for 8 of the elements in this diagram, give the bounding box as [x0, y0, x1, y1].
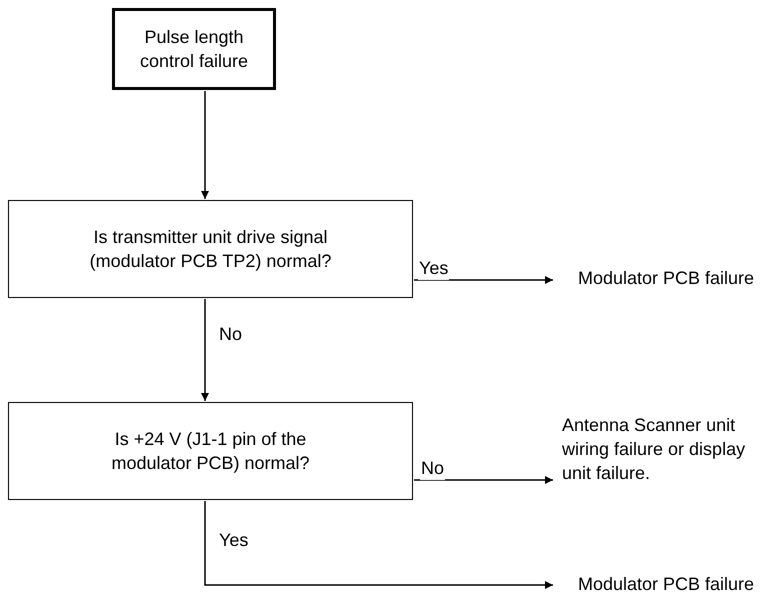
arrow: [414, 476, 553, 484]
arrow: [201, 91, 209, 199]
process-box: Pulse length control failure: [112, 8, 276, 90]
decision-box: Is transmitter unit drive signal (modulator PCB TP2) normal?: [8, 200, 413, 298]
arrow: [414, 276, 553, 284]
decision-box: Is +24 V (J1-1 pin of the modulator PCB) normal?: [8, 402, 413, 500]
arrow: [204, 501, 553, 589]
arrow: [201, 299, 209, 401]
